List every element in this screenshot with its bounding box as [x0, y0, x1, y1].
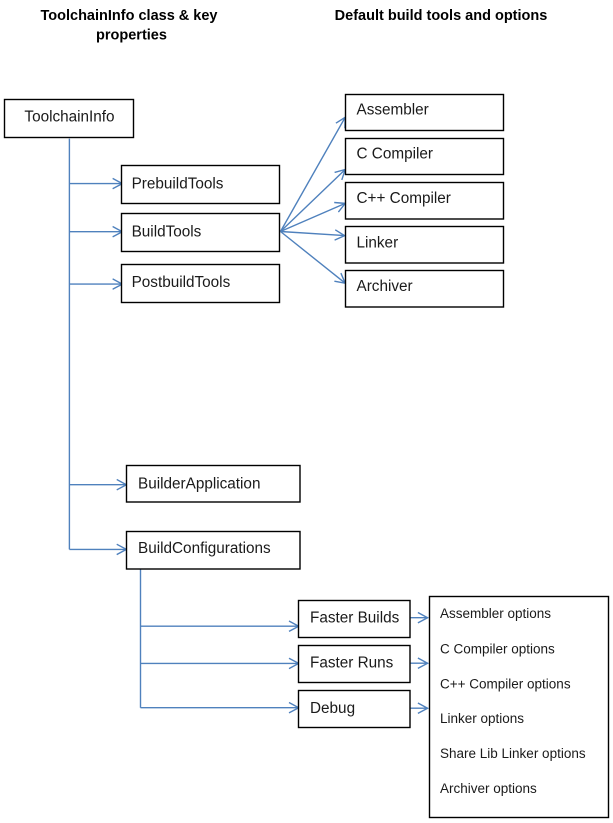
svg-text:Default build tools and option: Default build tools and options [335, 8, 548, 24]
svg-text:BuildConfigurations: BuildConfigurations [138, 540, 271, 557]
svg-text:Share Lib Linker options: Share Lib Linker options [440, 746, 586, 761]
svg-text:C++ Compiler: C++ Compiler [357, 190, 451, 207]
svg-text:BuilderApplication: BuilderApplication [138, 475, 260, 492]
svg-text:C++ Compiler options: C++ Compiler options [440, 676, 571, 691]
svg-text:C Compiler: C Compiler [357, 146, 434, 163]
svg-text:ToolchainInfo class & key: ToolchainInfo class & key [40, 8, 217, 24]
svg-text:Faster Builds: Faster Builds [310, 609, 400, 626]
svg-text:Linker: Linker [357, 234, 399, 251]
svg-text:Debug: Debug [310, 700, 355, 717]
svg-text:properties: properties [96, 28, 167, 44]
svg-text:PrebuildTools: PrebuildTools [132, 175, 224, 192]
svg-text:Assembler: Assembler [357, 101, 429, 118]
svg-text:PostbuildTools: PostbuildTools [132, 274, 231, 291]
svg-text:ToolchainInfo: ToolchainInfo [24, 108, 114, 125]
svg-text:BuildTools: BuildTools [132, 223, 202, 240]
svg-text:C Compiler options: C Compiler options [440, 642, 555, 657]
svg-text:Linker options: Linker options [440, 711, 524, 726]
svg-text:Archiver: Archiver [357, 278, 413, 295]
svg-text:Archiver options: Archiver options [440, 781, 537, 796]
svg-text:Assembler options: Assembler options [440, 606, 551, 621]
svg-text:Faster Runs: Faster Runs [310, 655, 394, 672]
